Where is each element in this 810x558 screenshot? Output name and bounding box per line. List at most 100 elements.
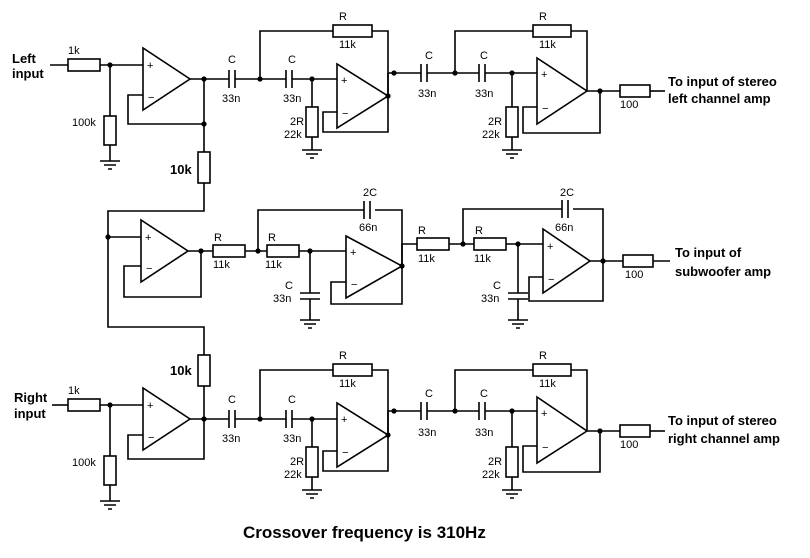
svg-text:−: − — [351, 279, 357, 291]
res-label: R — [214, 232, 222, 244]
svg-text:−: − — [542, 442, 548, 454]
right-input-label-1: Right — [14, 390, 48, 405]
cap-value: 33n — [222, 433, 240, 445]
res-label: R — [339, 11, 347, 23]
cap-label: C — [228, 54, 236, 66]
left-hp-opamp-1 — [336, 62, 390, 130]
left-feedback-resistor-2 — [532, 24, 572, 38]
cap2-label: 2C — [363, 187, 377, 199]
svg-text:−: − — [548, 274, 554, 286]
r-out-value: 100 — [620, 99, 638, 111]
left-hp-opamp-2 — [536, 56, 589, 126]
cap-value: 33n — [283, 433, 301, 445]
cap-value: 33n — [418, 88, 436, 100]
sub-output-label-1: To input of — [675, 245, 742, 260]
svg-text:−: − — [342, 108, 348, 120]
sub-lp-opamp-2 — [542, 227, 592, 295]
sub-summing-opamp — [140, 218, 190, 284]
cap2-value: 66n — [555, 222, 573, 234]
svg-text:+: + — [341, 75, 347, 87]
right-input-resistor — [67, 398, 101, 412]
crossover-caption: Crossover frequency is 310Hz — [243, 523, 486, 542]
res-label: R — [339, 350, 347, 362]
cap-label: C — [480, 388, 488, 400]
right-bias-resistor-label: 100k — [72, 457, 96, 469]
left-output-label-1: To input of stereo — [668, 74, 777, 89]
left-input-label-1: Left — [12, 51, 37, 66]
svg-text:+: + — [547, 241, 553, 253]
right-input-label-2: input — [14, 406, 46, 421]
res2-label: 2R — [488, 116, 502, 128]
res2-label: 2R — [488, 456, 502, 468]
left-bias-resistor — [103, 115, 117, 146]
res-value: 11k — [539, 378, 556, 390]
right-output-label-1: To input of stereo — [668, 413, 777, 428]
sub-series-resistor-3 — [416, 237, 450, 251]
svg-text:−: − — [148, 92, 154, 104]
cap-value: 33n — [222, 93, 240, 105]
cap-label: C — [480, 50, 488, 62]
sub-output-label-2: subwoofer amp — [675, 264, 771, 279]
res2-value: 22k — [482, 469, 500, 481]
svg-text:−: − — [342, 447, 348, 459]
res-label: R — [539, 350, 547, 362]
right-mix-resistor — [197, 354, 211, 387]
sub-series-resistor-1 — [212, 244, 246, 258]
r-out-value: 100 — [625, 269, 643, 281]
svg-text:+: + — [541, 408, 547, 420]
sub-series-resistor-2 — [266, 244, 300, 258]
sub-lp-opamp-1 — [345, 234, 404, 300]
cap-value: 33n — [283, 93, 301, 105]
res-value: 11k — [539, 39, 556, 51]
right-buffer-opamp — [142, 386, 192, 452]
svg-text:+: + — [145, 232, 151, 244]
cap-value: 33n — [418, 427, 436, 439]
cap-value: 33n — [481, 293, 499, 305]
cap-label: C — [285, 280, 293, 292]
svg-text:+: + — [541, 69, 547, 81]
res-label: R — [539, 11, 547, 23]
res2-label: 2R — [290, 116, 304, 128]
left-channel-section: Left input 1k 100k + − 10k C 33n R 11k C… — [12, 11, 777, 184]
svg-text:+: + — [147, 60, 153, 72]
cap-label: C — [288, 394, 296, 406]
cap-label: C — [425, 388, 433, 400]
left-output-label-2: left channel amp — [668, 91, 771, 106]
res-label: R — [418, 225, 426, 237]
right-output-resistor — [619, 424, 651, 438]
left-ground-resistor-2 — [505, 106, 519, 138]
svg-text:+: + — [147, 400, 153, 412]
cap-label: C — [425, 50, 433, 62]
cap-label: C — [288, 54, 296, 66]
cap-value: 33n — [475, 427, 493, 439]
left-bias-resistor-label: 100k — [72, 117, 96, 129]
right-hp-opamp-1 — [336, 401, 390, 469]
res-label: R — [268, 232, 276, 244]
right-mix-resistor-label: 10k — [170, 363, 192, 378]
res-value: 11k — [265, 259, 282, 271]
cap-value: 33n — [475, 88, 493, 100]
res-label: R — [475, 225, 483, 237]
res-value: 11k — [339, 378, 356, 390]
svg-text:−: − — [542, 103, 548, 115]
right-feedback-resistor-2 — [532, 363, 572, 377]
subwoofer-section: + − R 11k 2C 66n R 11k C 33n + − R 11k — [105, 183, 771, 355]
res2-label: 2R — [290, 456, 304, 468]
sub-output-resistor — [622, 254, 654, 268]
res2-value: 22k — [284, 469, 302, 481]
svg-text:+: + — [341, 414, 347, 426]
res-value: 11k — [418, 253, 435, 265]
cap-label: C — [228, 394, 236, 406]
cap-value: 33n — [273, 293, 291, 305]
left-ground-resistor-1 — [305, 106, 319, 138]
res2-value: 22k — [284, 129, 302, 141]
res-value: 11k — [474, 253, 491, 265]
res-value: 11k — [213, 259, 230, 271]
left-buffer-opamp — [142, 46, 192, 112]
svg-text:+: + — [350, 247, 356, 259]
right-ground-resistor-2 — [505, 446, 519, 478]
cap2-label: 2C — [560, 187, 574, 199]
left-input-resistor-label: 1k — [68, 45, 80, 57]
svg-text:−: − — [146, 263, 152, 275]
res-value: 11k — [339, 39, 356, 51]
